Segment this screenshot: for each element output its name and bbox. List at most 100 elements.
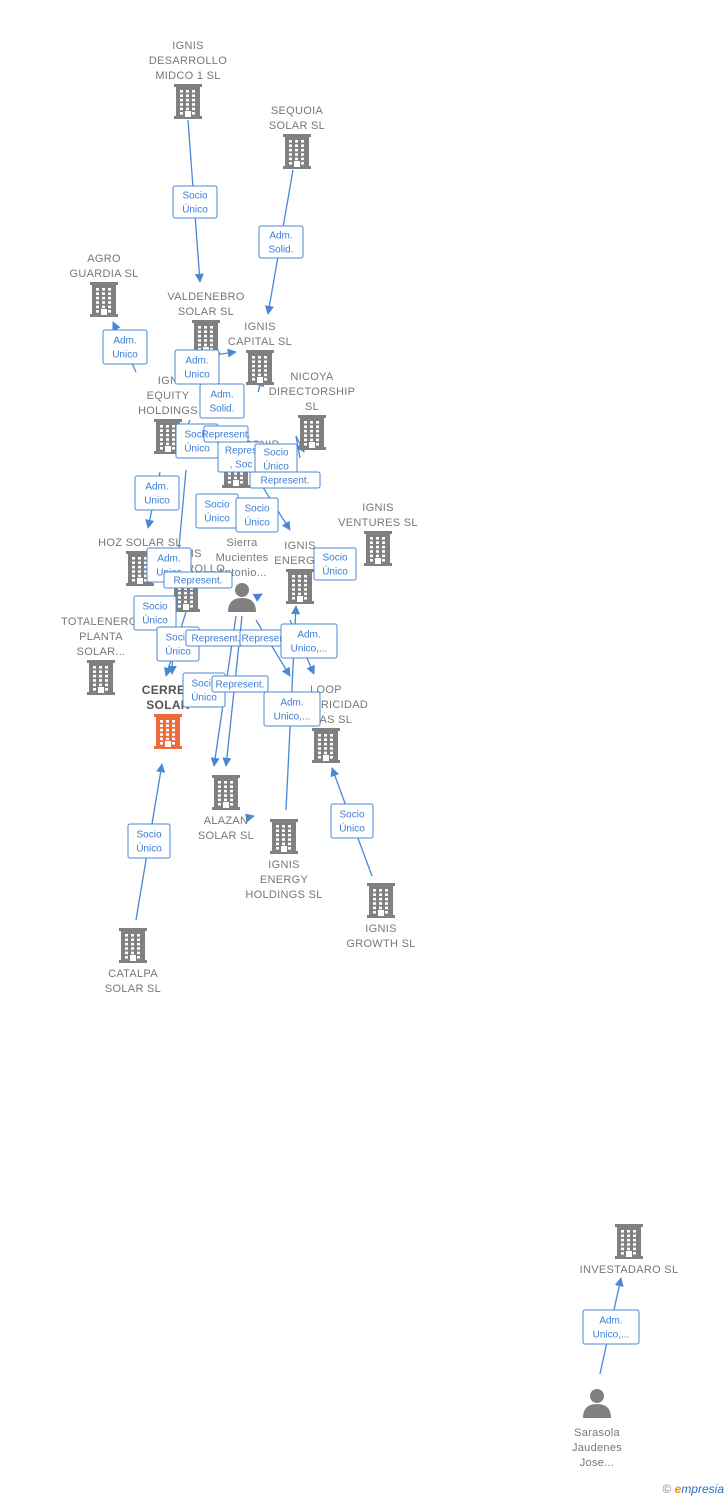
relation-text: Solid. [209, 404, 234, 415]
building-icon [174, 84, 202, 119]
relation-box [249, 471, 321, 489]
relation-text: Adm. [145, 482, 168, 493]
node-label: SOLAR SL [105, 983, 161, 995]
node-label: CERRED [142, 683, 195, 697]
relation-box [211, 675, 269, 693]
relation-label[interactable]: Adm. Unico,... [582, 1309, 640, 1345]
relation-text: Socio [322, 553, 347, 564]
relation-box [313, 547, 357, 581]
relation-edge [252, 593, 263, 603]
relation-text: Adm. [210, 390, 233, 401]
relation-text: Unico,... [593, 1330, 630, 1341]
relation-text: Socio [244, 504, 269, 515]
relation-text: Represent. [202, 430, 251, 441]
relation-label[interactable]: Represent. [163, 571, 233, 589]
company-node-totalenergies[interactable]: TOTALENERGIPLANTASOLAR... [61, 616, 141, 695]
node-label: HOZ SOLAR SL [98, 537, 182, 549]
relation-box [163, 571, 233, 589]
node-label: TOTALENERGI [61, 616, 141, 628]
relation-text: Único [322, 565, 348, 578]
node-label: ENERGY [260, 874, 309, 886]
person-node-sarasola[interactable]: SarasolaJaudenesJose... [572, 1389, 622, 1469]
relation-box [134, 475, 180, 511]
relation-text: Represent. [242, 634, 291, 645]
relation-text: Adm. [599, 1316, 622, 1327]
node-label: DESARROLLO [149, 55, 227, 67]
relation-label[interactable]: Repres, Soc [217, 441, 265, 473]
company-node-investadaro[interactable]: INVESTADARO SL [580, 1224, 679, 1276]
relation-label[interactable]: Adm.Unico [102, 329, 148, 365]
relation-label[interactable]: Adm. Unico [134, 475, 180, 511]
relation-text: Unico [144, 496, 170, 507]
company-node-catalpa[interactable]: CATALPA SOLAR SL [105, 928, 161, 995]
node-label: VENTURES SL [338, 517, 418, 529]
relation-label[interactable]: Adm.Unico [174, 349, 220, 385]
relation-text: Socio [136, 830, 161, 841]
building-icon [312, 728, 340, 763]
node-label: GROWTH SL [346, 938, 415, 950]
relation-text: Represent. [216, 680, 265, 691]
building-icon [270, 819, 298, 854]
relation-text: Unico,... [291, 644, 328, 655]
empresia-logo[interactable]: empresia [674, 1482, 724, 1496]
relation-text: Adm. [269, 231, 292, 242]
relation-label[interactable]: Represent. [211, 675, 269, 693]
relation-text: Socio [191, 679, 216, 690]
node-label: NICOYA [290, 371, 334, 383]
node-label: IGN [158, 375, 178, 387]
node-label: ALAZAN [204, 815, 249, 827]
node-label: Sarasola [574, 1427, 620, 1439]
node-label: CATALPA [108, 968, 158, 980]
relation-label[interactable]: Adm. Unico,... [280, 623, 338, 659]
relation-label[interactable]: Represent. [185, 629, 247, 647]
relation-label[interactable]: Represent. [249, 471, 321, 489]
relation-text: Único [191, 691, 217, 704]
relation-label[interactable]: Represent. [202, 425, 251, 443]
relation-label[interactable]: Adm.Unico,... [263, 691, 321, 727]
relation-text: Solid. [268, 245, 293, 256]
company-node-ignis-ventures[interactable]: IGNIS VENTURES SL [338, 502, 418, 566]
building-icon [364, 531, 392, 566]
relation-text: Adm. [113, 336, 136, 347]
relation-box [280, 623, 338, 659]
building-icon [286, 569, 314, 604]
building-icon [87, 660, 115, 695]
node-label: SOLAR SL [198, 830, 254, 842]
relation-label[interactable]: Adm. Solid. [199, 383, 245, 419]
node-label: HOLDINGS SL [245, 889, 322, 901]
relation-label[interactable]: Adm. Solid. [258, 225, 304, 259]
relation-text: Socio [339, 810, 364, 821]
relations-layer: SocioÚnicoAdm.Solid.Adm.UnicoAdm.UnicoAd… [102, 185, 640, 1345]
node-label: SL [305, 401, 319, 413]
node-label: MIDCO 1 SL [155, 70, 220, 82]
relation-text: Adm. [297, 630, 320, 641]
relation-text: Adm. [280, 698, 303, 709]
building-icon [90, 282, 118, 317]
relation-text: Socio [182, 191, 207, 202]
node-label: IGNIS [362, 502, 393, 514]
node-label: AGRO [87, 253, 121, 265]
person-icon [583, 1389, 611, 1418]
relation-text: Represent. [174, 576, 223, 587]
company-node-alazan[interactable]: ALAZAN SOLAR SL [198, 775, 254, 842]
node-label: HOLDINGS [138, 405, 198, 417]
building-icon [298, 415, 326, 450]
node-label: SEQUOIA [271, 105, 324, 117]
